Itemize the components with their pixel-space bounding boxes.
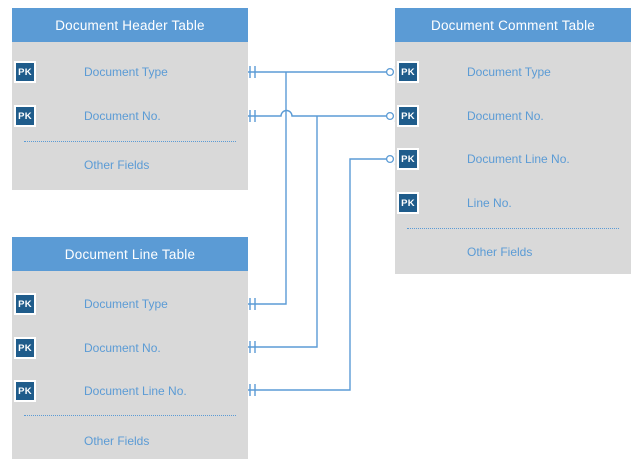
field-label: Document Type — [467, 65, 551, 79]
field-label: Document No. — [84, 341, 161, 355]
cardinality-one-and-only-one-line-no — [249, 341, 256, 353]
primary-key-badge: PK — [397, 192, 419, 214]
field-label: Document Type — [84, 65, 168, 79]
connector-line-lineno-to-comment-lineno — [248, 158, 387, 391]
field-row[interactable]: PK Document No. — [395, 104, 631, 128]
entity-title-document-header-table: Document Header Table — [12, 8, 248, 42]
field-row[interactable]: PK Document No. — [12, 104, 248, 128]
field-row[interactable]: PK Document Type — [395, 60, 631, 84]
connector-header-no-to-comment-no — [248, 109, 387, 117]
primary-key-badge: PK — [14, 61, 36, 83]
cardinality-one-and-only-one-line-type — [249, 298, 256, 310]
field-row[interactable]: PK Document No. — [12, 336, 248, 360]
field-row[interactable]: PK Document Line No. — [395, 147, 631, 171]
primary-key-badge: PK — [397, 61, 419, 83]
entity-document-comment-table[interactable]: Document Comment Table — [395, 8, 631, 274]
field-label: Document Type — [84, 297, 168, 311]
entity-body-document-comment-table — [395, 42, 631, 274]
cardinality-one-and-only-one-header-no — [249, 110, 256, 122]
other-fields-label: Other Fields — [84, 158, 150, 172]
connector-line-no-to-comment-no — [248, 116, 318, 348]
field-label: Line No. — [467, 196, 512, 210]
entity-title-document-comment-table: Document Comment Table — [395, 8, 631, 42]
entity-body-document-line-table — [12, 271, 248, 459]
entity-document-line-table[interactable]: Document Line Table — [12, 237, 248, 459]
connector-line-type-to-comment-type — [248, 72, 287, 305]
cardinality-one-and-only-one-header-type — [249, 66, 256, 78]
other-fields-label: Other Fields — [84, 434, 150, 448]
primary-key-badge: PK — [397, 148, 419, 170]
field-row[interactable]: PK Line No. — [395, 191, 631, 215]
field-label: Document Line No. — [467, 152, 570, 166]
field-section-divider — [24, 415, 236, 416]
other-fields-label: Other Fields — [467, 245, 533, 259]
primary-key-badge: PK — [14, 293, 36, 315]
entity-body-document-header-table — [12, 42, 248, 190]
field-label: Document Line No. — [84, 384, 187, 398]
field-section-divider — [407, 228, 619, 229]
entity-document-header-table[interactable]: Document Header Table — [12, 8, 248, 190]
field-label: Document No. — [467, 109, 544, 123]
field-row[interactable]: PK Document Line No. — [12, 379, 248, 403]
field-row[interactable]: PK Document Type — [12, 60, 248, 84]
entity-title-document-line-table: Document Line Table — [12, 237, 248, 271]
primary-key-badge: PK — [14, 337, 36, 359]
field-row[interactable]: PK Document Type — [12, 292, 248, 316]
primary-key-badge: PK — [397, 105, 419, 127]
field-label: Document No. — [84, 109, 161, 123]
primary-key-badge: PK — [14, 380, 36, 402]
primary-key-badge: PK — [14, 105, 36, 127]
cardinality-one-and-only-one-line-lineno — [249, 384, 256, 396]
field-section-divider — [24, 141, 236, 142]
